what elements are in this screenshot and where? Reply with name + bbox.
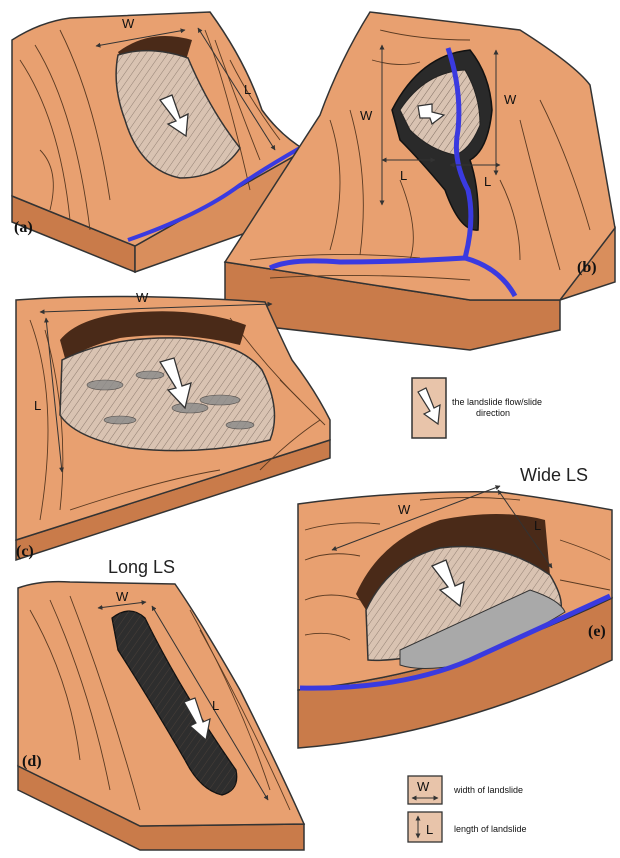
panel-b-width-label-right: W bbox=[504, 92, 517, 107]
panel-a-label: (a) bbox=[14, 219, 33, 236]
panel-e-label: (e) bbox=[588, 623, 606, 640]
panel-e-width-label: W bbox=[398, 502, 411, 517]
panel-b-width-label-left: W bbox=[360, 108, 373, 123]
legend-arrow-text-line2: direction bbox=[476, 408, 510, 418]
panel-d: Long LS W L (d) bbox=[18, 557, 304, 850]
legend-l-box bbox=[408, 812, 442, 842]
panel-d-width-label: W bbox=[116, 589, 129, 604]
panel-c-label: (c) bbox=[16, 543, 34, 560]
legend-dimensions: W width of landslide L length of landsli… bbox=[408, 776, 527, 842]
panel-d-length-label: L bbox=[212, 698, 219, 713]
legend-w-symbol: W bbox=[417, 779, 430, 794]
panel-d-title: Long LS bbox=[108, 557, 175, 577]
legend-flow-direction: the landslide flow/slide direction bbox=[412, 378, 542, 438]
panel-e: Wide LS W L (e) bbox=[298, 465, 612, 748]
panel-c: W L (c) bbox=[16, 290, 330, 560]
panel-e-length-label: L bbox=[534, 518, 541, 533]
panel-a-length-label: L bbox=[244, 82, 251, 97]
panel-b-label: (b) bbox=[577, 259, 597, 276]
panel-e-title: Wide LS bbox=[520, 465, 588, 485]
panel-c-length-label: L bbox=[34, 398, 41, 413]
panel-b-length-label-left: L bbox=[400, 168, 407, 183]
legend-w-text: width of landslide bbox=[453, 785, 523, 795]
panel-a-width-label: W bbox=[122, 16, 135, 31]
legend-l-symbol: L bbox=[426, 822, 433, 837]
panel-b-length-label-right: L bbox=[484, 174, 491, 189]
panel-c-width-label: W bbox=[136, 290, 149, 305]
panel-d-label: (d) bbox=[22, 753, 42, 770]
legend-l-text: length of landslide bbox=[454, 824, 527, 834]
panel-b: W W L L (b) bbox=[225, 12, 615, 350]
legend-arrow-text-line1: the landslide flow/slide bbox=[452, 397, 542, 407]
